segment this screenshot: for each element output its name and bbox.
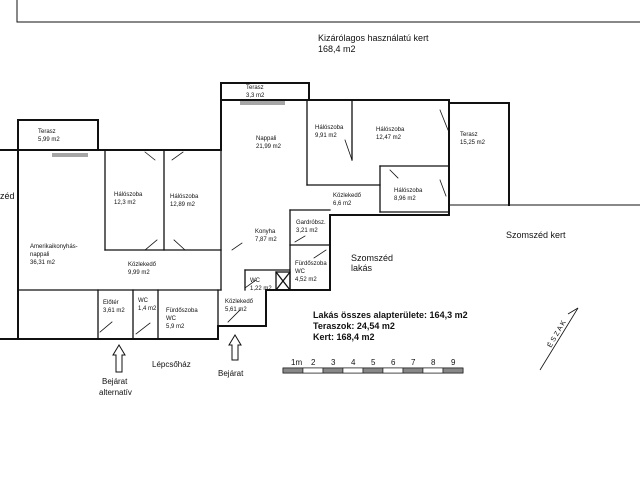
scale-label: 5 — [371, 358, 376, 367]
garden-boundary — [16, 0, 640, 206]
scale-label: 9 — [451, 358, 456, 367]
scale-label: 4 — [351, 358, 356, 367]
hall-mid-name: Közlekedő — [128, 262, 157, 268]
wc-small-area: 1,4 m2 — [138, 306, 157, 312]
terrace-right-area: 15,25 m2 — [460, 140, 486, 146]
bed2-area: 12,47 m2 — [376, 135, 402, 141]
scale-segment — [302, 367, 324, 374]
entrance-alt-label: Bejárat — [102, 377, 128, 386]
bed3-name: Hálószoba — [114, 192, 143, 198]
garden-label: Kizárólagos használatú kert — [318, 33, 429, 43]
scale-label: 6 — [391, 358, 396, 367]
terrace-right-name: Terasz — [460, 132, 478, 138]
scale-label: 8 — [431, 358, 436, 367]
bed3-area: 12,3 m2 — [114, 200, 136, 206]
bed1-area: 9,91 m2 — [315, 133, 337, 139]
scale-segment — [342, 367, 364, 374]
kitchen-name: Konyha — [255, 229, 276, 235]
garden-area: 168,4 m2 — [318, 44, 356, 54]
scale-label: 2 — [311, 358, 316, 367]
scale-segment — [322, 367, 344, 374]
terrace-left-area: 5,99 m2 — [38, 137, 60, 143]
wc-small-name: WC — [138, 298, 149, 304]
kitchen-living-area: 36,31 m2 — [30, 260, 56, 266]
bath-right-name-2: WC — [295, 269, 306, 275]
neighbor-left-label: zéd — [0, 191, 15, 201]
bed5-name: Hálószoba — [394, 188, 423, 194]
scale-label: 1m — [291, 358, 302, 367]
scale-segment — [282, 367, 304, 374]
hall-right-area: 6,6 m2 — [333, 201, 352, 207]
windows — [52, 101, 285, 157]
entrance-main-label: Bejárat — [218, 369, 244, 378]
stairwell-label: Lépcsőház — [152, 360, 191, 369]
bed4-area: 12,89 m2 — [170, 202, 196, 208]
bed1-name: Hálószoba — [315, 125, 344, 131]
hall-right-name: Közlekedő — [333, 193, 362, 199]
living-name: Nappali — [256, 136, 276, 142]
neighbor-flat-label-2: lakás — [351, 263, 373, 273]
kitchen-living-name-2: nappali — [30, 252, 49, 258]
wardrobe-area: 3,21 m2 — [296, 228, 318, 234]
scale-label: 3 — [331, 358, 336, 367]
bed4-name: Hálószoba — [170, 194, 199, 200]
scale-segment — [422, 367, 444, 374]
bath-left-area: 5,9 m2 — [166, 324, 185, 330]
hall-entry-area: 5,61 m2 — [225, 307, 247, 313]
hall-entry-name: Közlekedő — [225, 299, 254, 305]
terrace-top-name: Terasz — [246, 85, 264, 91]
bath-right-name: Fürdőszoba — [295, 261, 327, 267]
wc-mid-name: WC — [250, 278, 261, 284]
summary-terraces: Teraszok: 24,54 m2 — [313, 321, 395, 331]
kitchen-living-name: Amerikaikonyhás- — [30, 244, 78, 250]
summary-total: Lakás összes alapterülete: 164,3 m2 — [313, 310, 468, 320]
bed2-name: Hálószoba — [376, 127, 405, 133]
neighbor-garden-label: Szomszéd kert — [506, 230, 566, 240]
foyer-area: 3,61 m2 — [103, 308, 125, 314]
scale-segment — [402, 367, 424, 374]
bath-left-name-2: WC — [166, 316, 177, 322]
bath-right-area: 4,52 m2 — [295, 277, 317, 283]
entrance-alt-arrow — [112, 344, 126, 373]
foyer-name: Előtér — [103, 300, 119, 306]
door-swings — [99, 109, 449, 335]
scale-segment — [382, 367, 404, 374]
wardrobe-name: Gardrόbsz. — [296, 219, 326, 226]
scale-segment — [442, 367, 464, 374]
bed5-area: 8,96 m2 — [394, 196, 416, 202]
entrance-main-arrow — [228, 334, 242, 361]
terrace-left-name: Terasz — [38, 129, 56, 135]
wc-mid-area: 1,22 m2 — [250, 286, 272, 292]
kitchen-area: 7,87 m2 — [255, 237, 277, 243]
bath-left-name: Fürdőszoba — [166, 308, 198, 314]
summary-garden: Kert: 168,4 m2 — [313, 332, 375, 342]
terrace-top-area: 3,3 m2 — [246, 93, 265, 99]
scale-segment — [362, 367, 384, 374]
hall-mid-area: 9,99 m2 — [128, 270, 150, 276]
entrance-alt-label-2: alternatív — [99, 388, 132, 397]
interior-walls — [17, 99, 450, 340]
scale-bar: 1m 2 3 4 5 6 7 8 9 — [282, 358, 464, 374]
neighbor-flat-label: Szomszéd — [351, 253, 393, 263]
living-area: 21,99 m2 — [256, 144, 282, 150]
scale-label: 7 — [411, 358, 416, 367]
